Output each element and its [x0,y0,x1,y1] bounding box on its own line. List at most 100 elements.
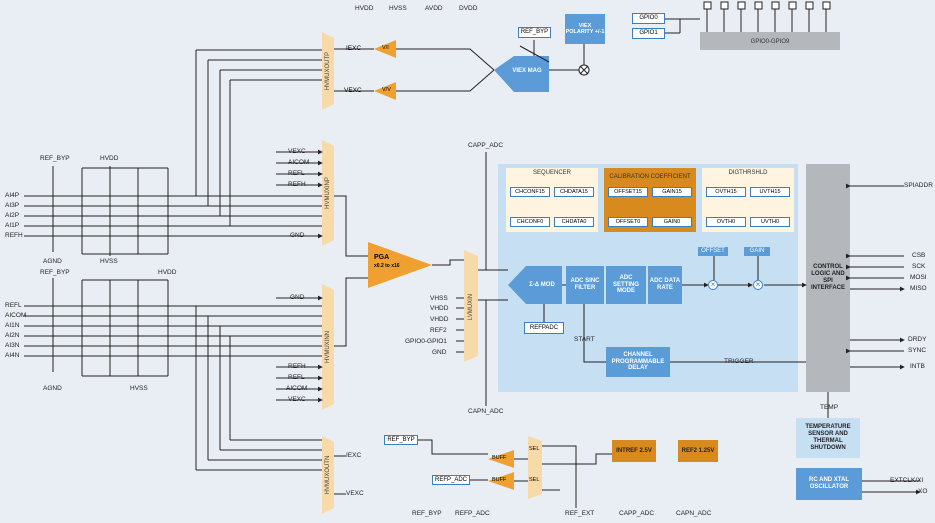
gpio-bus-label: GPIO0-GPIO9 [750,38,790,45]
sel-mux-block [528,436,542,499]
input-ai2p: AI2P [5,212,20,219]
supply-avdd: AVDD [425,5,443,12]
bottom-label-ref-ext: REF_EXT [565,510,595,517]
seq-chconf0: CHCONF0 [510,217,550,227]
gain-label: GAIN [744,247,770,256]
left-p-agnd: AGND [43,258,62,265]
input-ai2n: AI2N [5,332,20,339]
viex-polarity: VIEX POLARITY +/-1 [565,14,605,44]
hvmuxoutp-label: HVMUXOUTP [325,51,331,91]
capp-adc-top: CAPP_ADC [468,142,504,149]
bottom-label-refp-adc: REFP_ADC [455,510,490,517]
pin-intb: INTB [910,363,925,370]
inp-vexc: VEXC [288,148,306,155]
adc-data-rate: ADC DATA RATE [648,266,682,304]
pin-miso: MISO [910,285,927,292]
refpadc-box: REFPADC [524,322,564,334]
capn-adc-mid: CAPN_ADC [468,408,504,415]
inp-refh: REFH [288,181,306,188]
pin-mosi: MOSI [910,274,927,281]
pin-extclk: EXTCLK/XI [890,477,924,484]
iexc-top-label: IEXC [346,45,362,52]
gpio1-pin: GPIO1 [632,28,665,39]
sigma-delta-mod [508,266,562,304]
left-p-ref-byp: REF_BYP [40,155,70,162]
pga-title: PGA [374,254,390,261]
vi-label: V/I [382,45,389,51]
inn-refl: REFL [288,374,305,381]
input-ai3n: AI3N [5,342,20,349]
input-refh: REFH [5,232,23,239]
pin-sck: SCK [912,263,926,270]
left-n-agnd: AGND [43,385,62,392]
control-logic-label: CONTROL LOGIC AND SPI INTERFACE [810,264,845,291]
gain-multiplier-icon: × [753,280,763,290]
input-ai1p: AI1P [5,222,20,229]
adc-sinc-filter: ADC SINC FILTER [566,266,604,304]
buff-bottom [488,472,514,490]
seq-chconf15: CHCONF15 [510,187,550,197]
bottom-label-capp-adc: CAPP_ADC [619,510,655,517]
sigma-delta-label: Σ-Δ MOD [529,281,555,288]
lv-gnd: GND [432,349,447,356]
adc-setting-mode: ADC SETTING MODE [606,266,646,304]
lv-ref2: REF2 [430,327,447,334]
pin-sync: SYNC [908,347,927,354]
vv-source [374,82,396,100]
left-p-hvdd: HVDD [100,155,119,162]
bottom-label-ref-byp: REF_BYP [412,510,442,517]
channel-delay-block: CHANNEL PROGRAMMABLE DELAY [606,347,670,377]
buff-bottom-label: BUFF [492,477,507,483]
bottom-ref-byp-box: REF_BYP [384,435,418,445]
ref2-block: REF2 1.25V [678,440,718,462]
mux-hvmuxinn [322,284,334,410]
input-ai1n: AI1N [5,322,20,329]
hvmuxinn-label: HVMUXINN [325,331,331,364]
inp-aicom: AICOM [288,159,310,166]
control-logic-block [806,164,850,392]
viex-mag-label: VIEX MAG [512,67,542,74]
hvmuxinp-label: HVMUXINP [325,177,331,209]
cal-gain0: GAIN0 [652,217,692,227]
pin-xo: XO [918,488,928,495]
input-refl: REFL [5,302,22,309]
cal-offset0: OFFSET0 [608,217,648,227]
inn-refh: REFH [288,363,306,370]
left-n-hvdd: HVDD [158,269,177,276]
buff-top [488,450,514,468]
input-ai3p: AI3P [5,202,20,209]
supply-hvdd: HVDD [355,5,374,12]
seq-chdata15: CHDATA15 [554,187,594,197]
oscillator-block: RC AND XTAL OSCILLATOR [796,468,862,500]
temp-label: TEMP [820,404,839,411]
dig-ovth15: OVTH15 [706,187,746,197]
gpio-bus-block [700,32,840,50]
supply-dvdd: DVDD [459,5,478,12]
bottom-refp-adc-box: REFP_ADC [432,475,470,485]
supply-hvss: HVSS [389,5,407,12]
calibration-title: CALIBRATION COEFFICIENT [609,173,691,180]
lv-vhdd-2: VHDD [430,316,449,323]
start-label: START [574,336,595,343]
dig-uvth0: UVTH0 [750,217,790,227]
seq-chdata0: CHDATA0 [554,217,594,227]
buff-top-label: BUFF [492,455,507,461]
hvmuxoutn-label: HVMUXOUTN [325,455,331,495]
viex-ref-byp: REF_BYP [518,27,551,38]
vv-label: V/V [382,87,391,93]
pin-spiaddr: SPIADDR [904,182,933,189]
pin-csb: CSB [912,252,926,259]
vexc-bottom-label: VEXC [346,490,364,497]
mux-lvmuxin [464,250,478,362]
cal-offset15: OFFSET15 [608,187,648,197]
left-p-hvss: HVSS [100,258,118,265]
intref-block: INTREF 2.5V [612,440,656,462]
vi-source [374,40,396,58]
sel-top-label: SEL [529,446,540,452]
offset-label: OFFSET [698,247,728,256]
trigger-label: TRIGGER [724,358,754,365]
lvmuxin-label: LVMUXIN [468,293,474,321]
lv-vhss: VHSS [430,295,448,302]
